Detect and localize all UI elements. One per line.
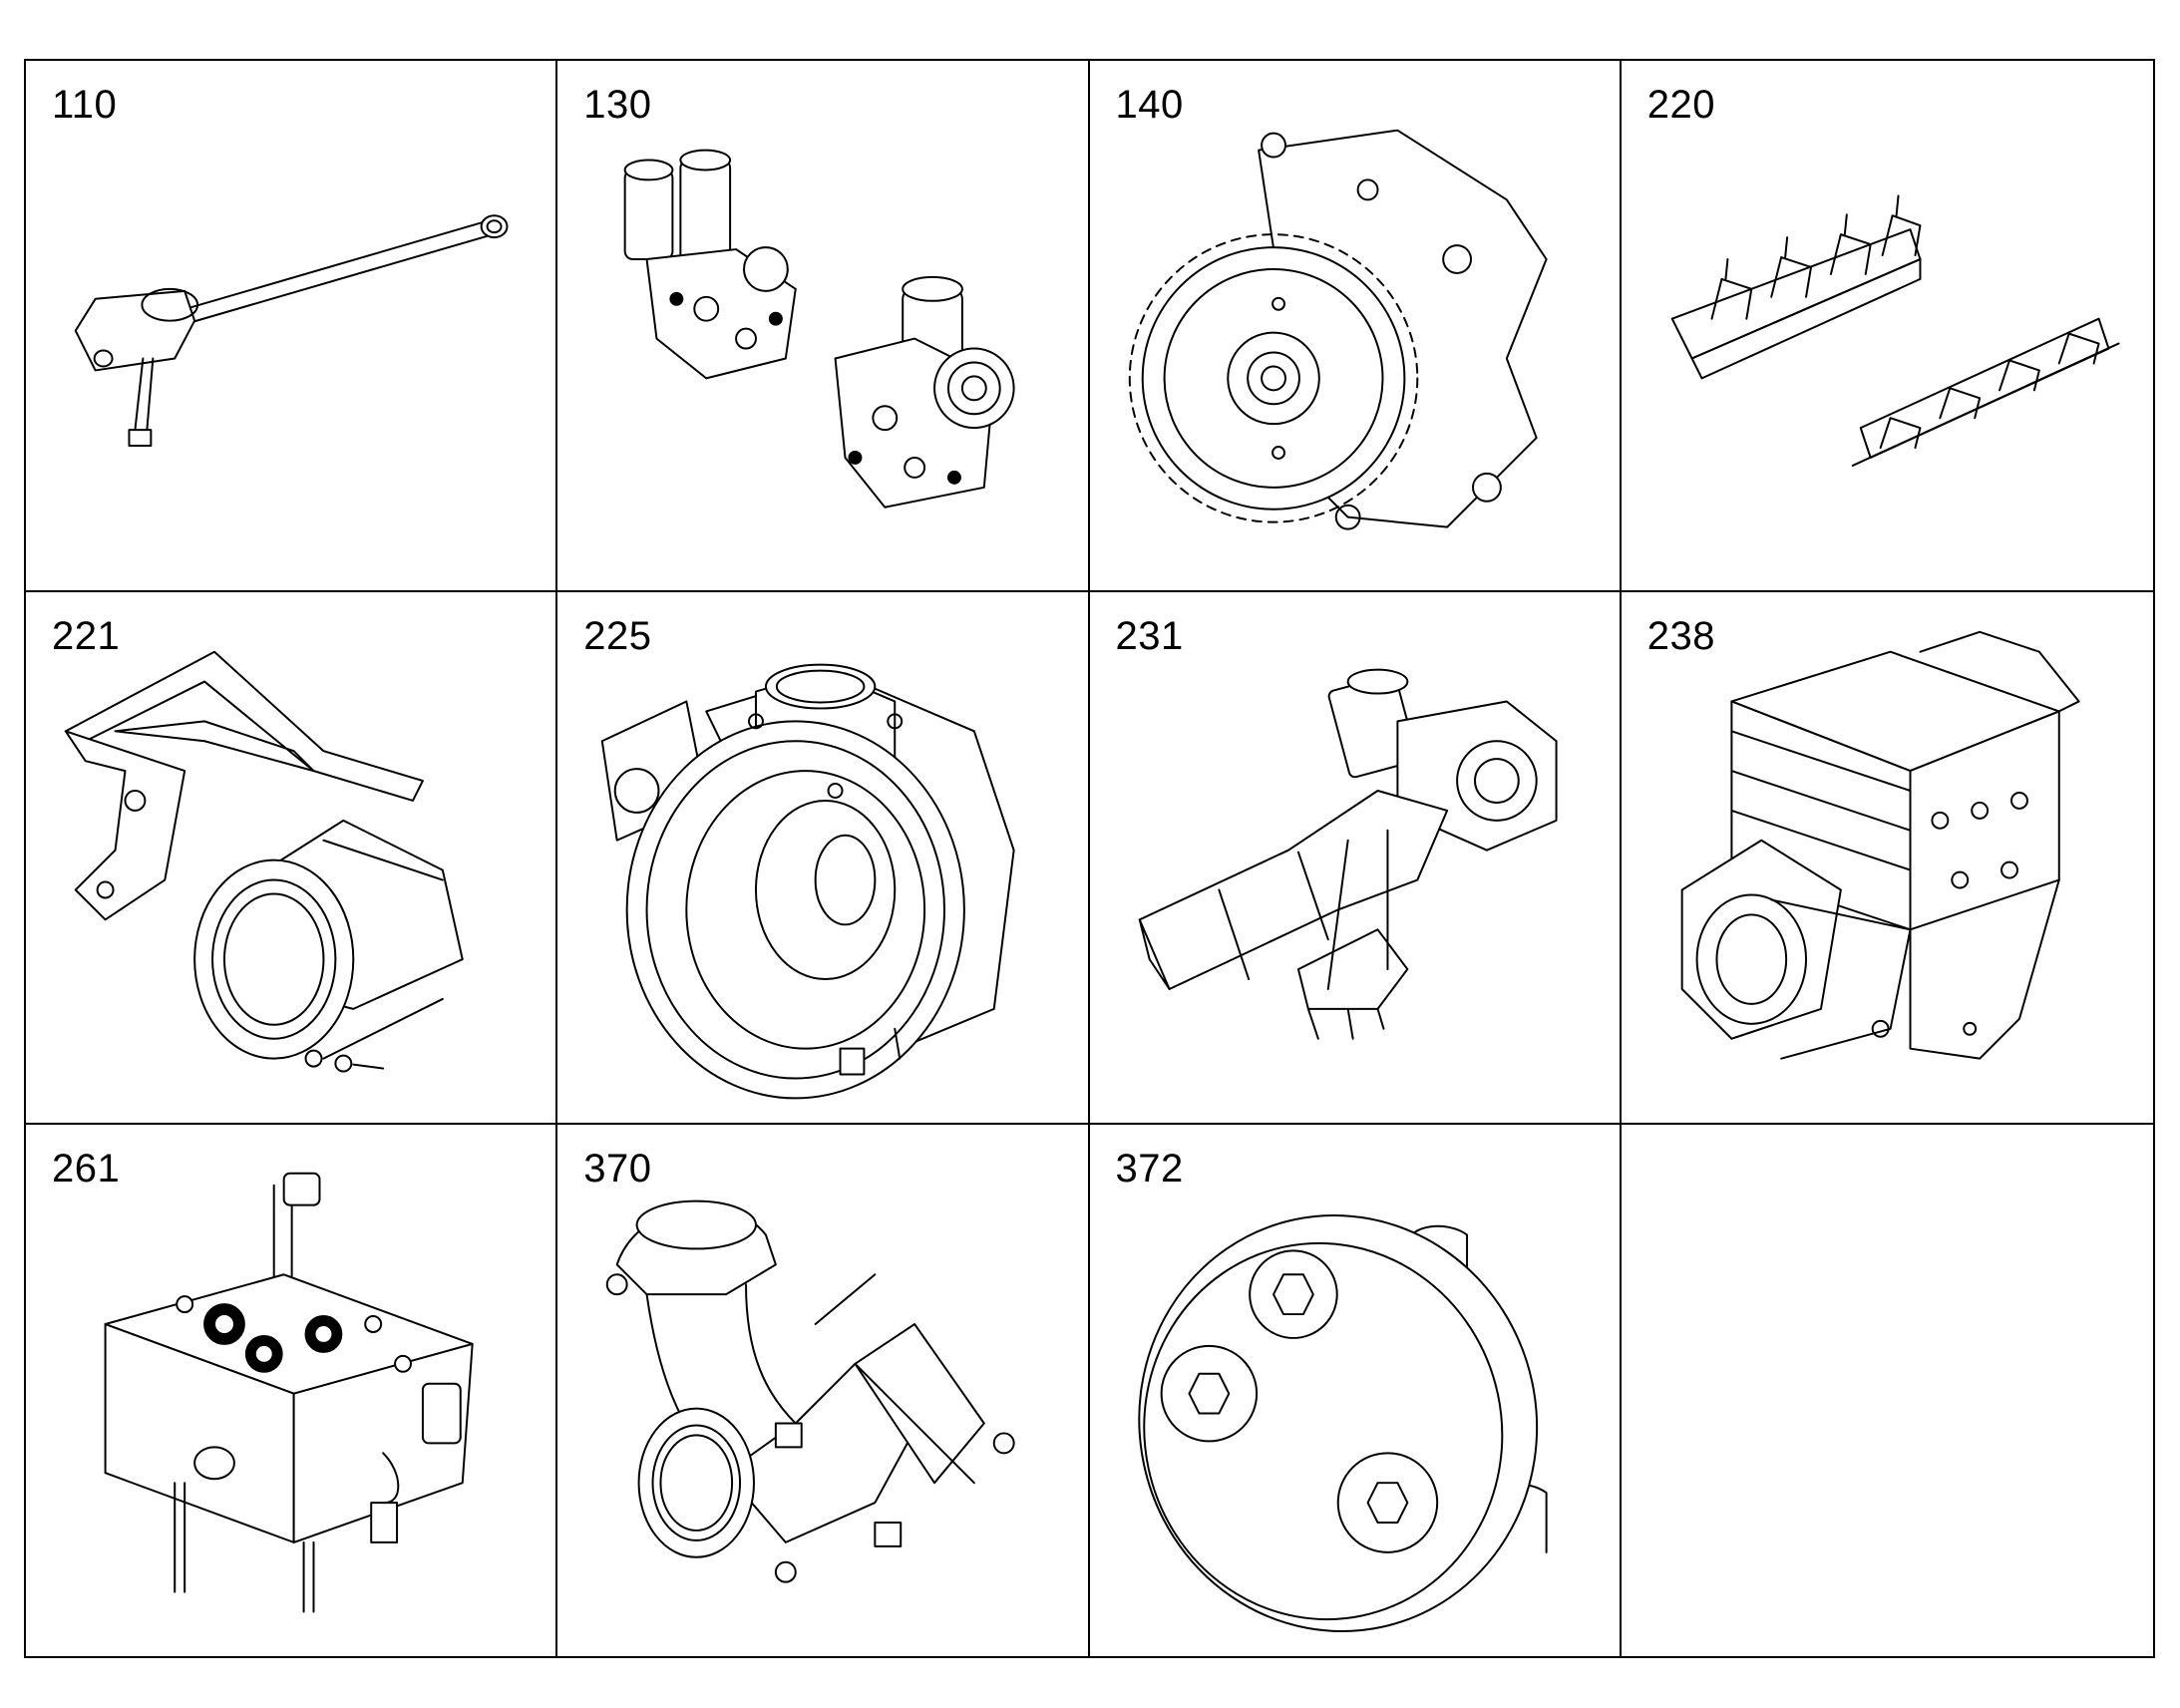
socket-flange-icon	[1137, 1213, 1548, 1632]
part-number: 370	[583, 1146, 652, 1191]
part-cell-110: 110	[26, 61, 558, 593]
part-cell-370: 370	[557, 1124, 1090, 1656]
part-cell-231: 231	[1089, 592, 1622, 1125]
part-number: 225	[583, 614, 652, 659]
bracket-housing-icon	[64, 651, 464, 1073]
part-number: 372	[1115, 1146, 1184, 1191]
pump-assembly-icon	[623, 149, 1015, 509]
part-cell-empty	[1622, 1125, 2153, 1656]
part-cell-238: 238	[1621, 592, 2153, 1125]
part-cell-220: 220	[1621, 61, 2153, 593]
engine-block-icon	[1680, 631, 2080, 1060]
actuator-arm-icon	[1138, 668, 1558, 1041]
part-cell-225: 225	[557, 592, 1090, 1125]
part-cell-140: 140	[1089, 61, 1622, 593]
part-number: 220	[1646, 83, 1715, 127]
parts-grid: 110 130	[24, 59, 2155, 1658]
lever-tool-icon	[74, 214, 509, 448]
part-number: 231	[1115, 614, 1184, 659]
part-number: 221	[52, 614, 121, 659]
part-number: 110	[52, 83, 118, 127]
part-cell-221: 221	[26, 592, 558, 1125]
part-number: 261	[52, 1146, 121, 1191]
exhaust-pipe-icon	[605, 1199, 1015, 1583]
cylinder-head-icon	[104, 1172, 474, 1613]
part-number: 130	[583, 83, 652, 127]
part-number: 238	[1646, 614, 1715, 659]
part-cell-130: 130	[557, 61, 1090, 593]
turbo-housing-icon	[601, 663, 1015, 1100]
part-number: 140	[1115, 83, 1184, 127]
part-cell-261: 261	[26, 1124, 558, 1656]
gear-housing-icon	[1128, 129, 1548, 530]
part-cell-372: 372	[1090, 1124, 1622, 1656]
manifold-icon	[1670, 194, 2120, 467]
